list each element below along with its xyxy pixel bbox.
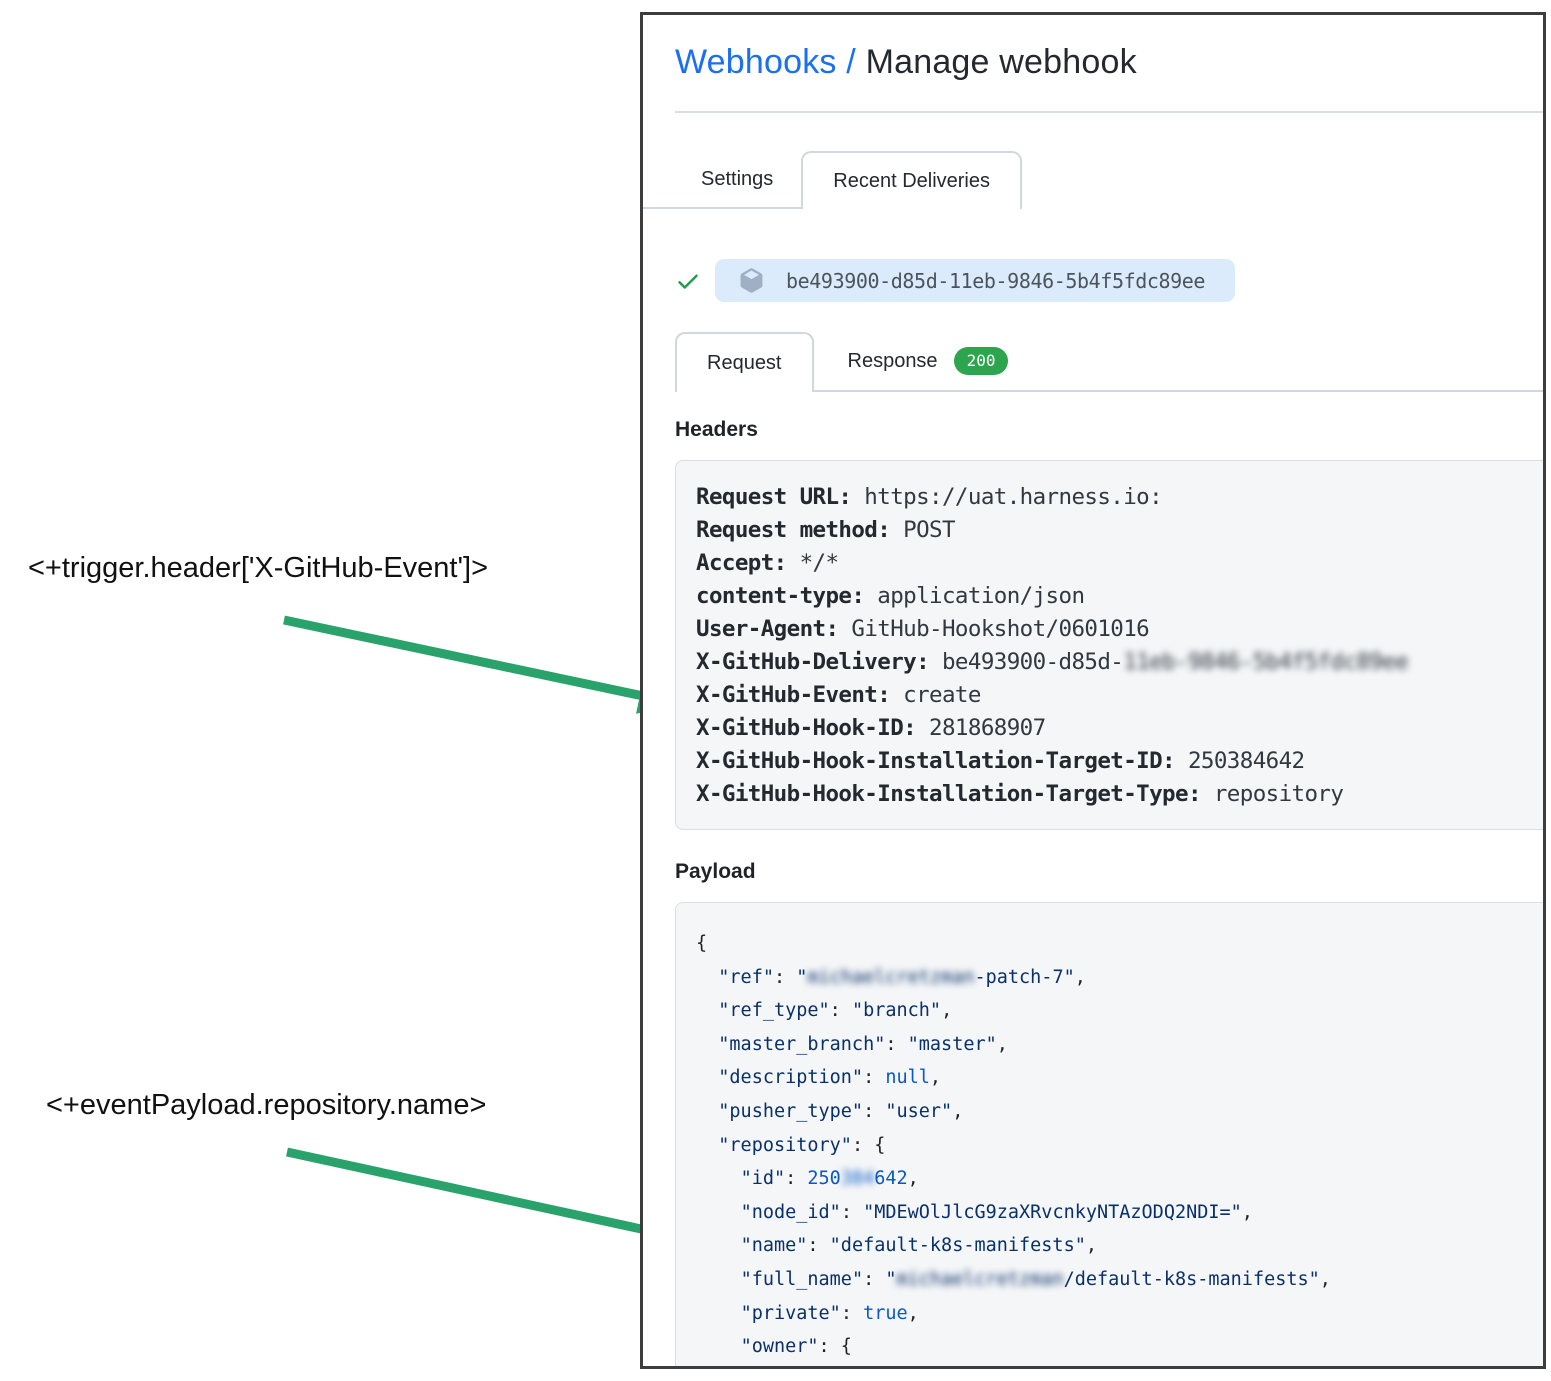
request-response-tabs: Request Response 200	[675, 332, 1543, 392]
response-status-badge: 200	[953, 347, 1009, 375]
delivery-guid: be493900-d85d-11eb-9846-5b4f5fdc89ee	[786, 268, 1206, 293]
tabbar-fill	[1022, 151, 1543, 209]
annotation-payload-name-label: <+eventPayload.repository.name>	[46, 1089, 487, 1121]
webhook-panel: Webhooks / Manage webhook Settings Recen…	[640, 12, 1546, 1369]
headers-heading: Headers	[675, 418, 758, 441]
payload-code-block: { "ref": "michaelcretzman-patch-7", "ref…	[675, 902, 1543, 1366]
tab-response[interactable]: Response 200	[813, 332, 1543, 392]
webhooks-link[interactable]: Webhooks /	[675, 43, 856, 81]
main-tabs: Settings Recent Deliveries	[643, 151, 1543, 209]
tab-recent-deliveries[interactable]: Recent Deliveries	[801, 151, 1022, 209]
breadcrumb: Webhooks / Manage webhook	[675, 39, 1543, 85]
headers-code-block: Request URL: https://uat.harness.io:Requ…	[675, 460, 1543, 830]
annotation-trigger-header-label: <+trigger.header['X-GitHub-Event']>	[28, 552, 489, 584]
delivery-select[interactable]: be493900-d85d-11eb-9846-5b4f5fdc89ee	[715, 259, 1236, 302]
page-title: Manage webhook	[865, 43, 1137, 81]
annotation-arrow-trigger-icon	[283, 615, 681, 714]
delivery-row: be493900-d85d-11eb-9846-5b4f5fdc89ee	[675, 259, 1543, 302]
title-divider	[675, 111, 1543, 113]
tabbar-lead-spacer	[643, 151, 673, 209]
tab-settings[interactable]: Settings	[673, 151, 802, 209]
payload-heading: Payload	[675, 860, 756, 883]
package-icon	[740, 268, 763, 293]
tab-request[interactable]: Request	[675, 332, 814, 392]
check-icon	[678, 274, 698, 289]
